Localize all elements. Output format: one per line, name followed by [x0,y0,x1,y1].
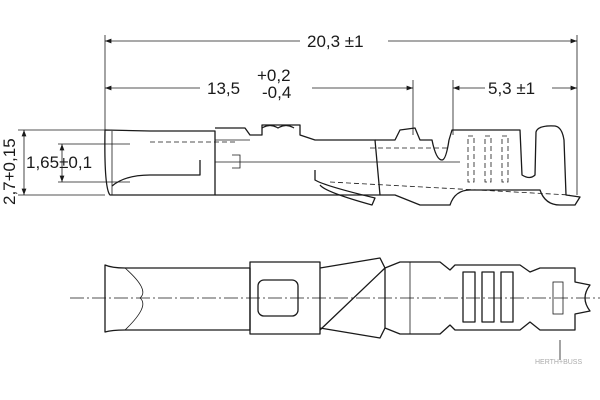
terminal-top-view [70,257,600,339]
dimension-crimp: 5,3 ±1 [452,79,577,135]
inner-diameter-label: 1,65±0,1 [26,153,92,172]
terminal-side-view [104,124,581,206]
outer-height-label: 2,7+0,15 [0,138,19,205]
contact-tol-lower: -0,4 [262,83,291,102]
contact-tol-upper: +0,2 [257,66,291,85]
dimension-contact: 13,5 +0,2 -0,4 [105,66,414,135]
watermark-logo: HERTH+BUSS [535,359,582,366]
dimension-height: 2,7+0,15 1,65±0,1 [0,129,130,205]
overall-length-label: 20,3 ±1 [307,32,364,51]
crimp-length-label: 5,3 ±1 [488,79,535,98]
dimension-overall: 20,3 ±1 [104,32,578,195]
contact-length-label: 13,5 [207,79,240,98]
